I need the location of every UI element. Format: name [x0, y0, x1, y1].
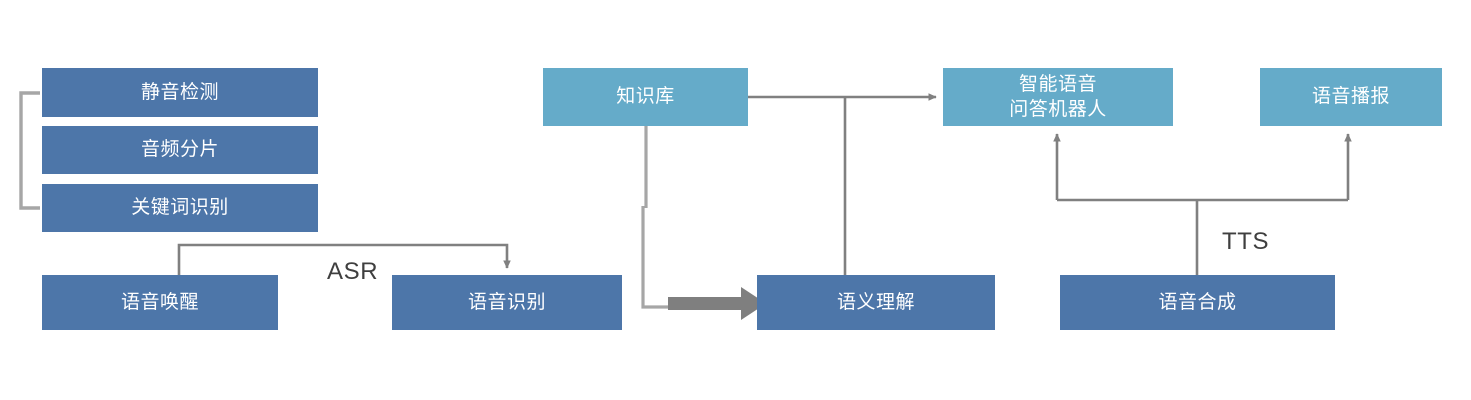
edge-knowledge-to-semantic [641, 126, 766, 320]
node-audio-segmentation[interactable]: 音频分片 [42, 126, 318, 174]
edge-synthesis-tts-split [1053, 133, 1352, 275]
node-qa-robot[interactable]: 智能语音 问答机器人 [943, 68, 1173, 126]
node-semantic-understanding[interactable]: 语义理解 [757, 275, 995, 330]
node-voice-wakeup[interactable]: 语音唤醒 [42, 275, 278, 330]
node-knowledge-base[interactable]: 知识库 [543, 68, 748, 126]
node-speech-synthesis[interactable]: 语音合成 [1060, 275, 1335, 330]
node-silence-detection[interactable]: 静音检测 [42, 68, 318, 117]
block-arrow-icon [668, 287, 766, 320]
node-speech-recognition[interactable]: 语音识别 [392, 275, 622, 330]
front-end-bracket-icon [19, 91, 40, 210]
node-voice-broadcast[interactable]: 语音播报 [1260, 68, 1442, 126]
edge-label-asr: ASR [327, 258, 379, 285]
node-keyword-spotting[interactable]: 关键词识别 [42, 184, 318, 232]
edge-label-tts: TTS [1222, 228, 1270, 255]
